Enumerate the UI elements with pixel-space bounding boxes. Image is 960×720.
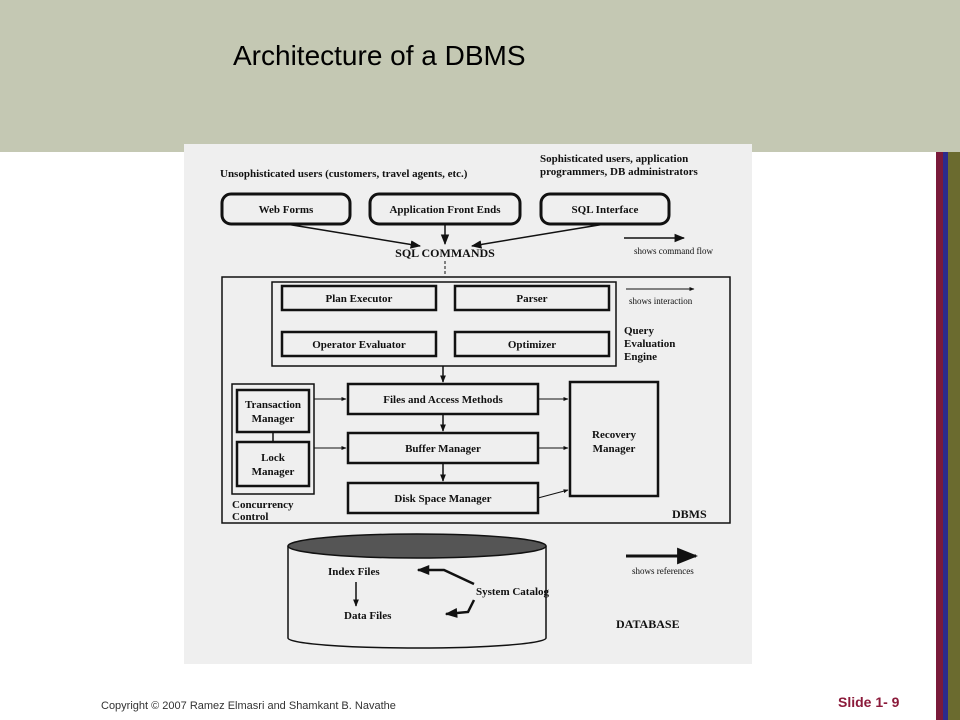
parser-label: Parser [516,293,547,305]
operator-evaluator-box [280,330,438,358]
plan-executor-box [280,284,438,312]
transaction-manager-label-1: Transaction [245,399,301,411]
sophisticated-users-label-2: programmers, DB administrators [540,166,698,178]
plan-executor-label: Plan Executor [326,293,393,305]
slide-header [0,0,960,152]
sql-interface-label: SQL Interface [572,204,639,216]
legend-interaction-label: shows interaction [629,296,693,306]
query-engine-label-2: Evaluation [624,338,675,350]
query-engine-label-1: Query [624,325,654,337]
slide-number: Slide 1- 9 [838,694,900,710]
system-catalog-label: System Catalog [476,586,550,598]
database-cylinder-body [287,546,547,649]
recovery-manager-label-1: Recovery [592,429,636,441]
database-label: DATABASE [616,617,680,631]
legend-command-flow-label: shows command flow [634,246,713,256]
side-stripe-blue [943,152,948,720]
concurrency-control-label-1: Concurrency [232,499,294,511]
concurrency-control-label-2: Control [232,511,268,523]
optimizer-box [453,330,611,358]
data-files-label: Data Files [344,610,392,622]
dbms-diagram: Unsophisticated users (customers, travel… [220,153,731,649]
dbms-label: DBMS [672,507,707,521]
web-forms-label: Web Forms [259,204,314,216]
sophisticated-users-label-1: Sophisticated users, application [540,153,688,165]
dbms-architecture-figure: Unsophisticated users (customers, travel… [184,144,752,664]
parser-box [453,284,611,312]
buffer-manager-label: Buffer Manager [405,443,481,455]
recovery-manager-box [568,380,660,498]
copyright-text: Copyright © 2007 Ramez Elmasri and Shamk… [101,700,396,712]
disk-recovery-link [537,489,569,499]
application-front-ends-label: Application Front Ends [389,204,501,216]
legend-references-label: shows references [632,566,694,576]
concurrency-control-box [231,383,315,495]
side-stripe-maroon [936,152,943,720]
sql-commands-label: SQL COMMANDS [395,246,495,260]
index-files-label: Index Files [328,566,380,578]
side-stripe-olive [948,152,960,720]
sql-interface-command-arrow [470,223,606,249]
unsophisticated-users-label: Unsophisticated users (customers, travel… [220,168,468,180]
lock-manager-label-2: Manager [252,466,295,478]
lock-manager-box [235,440,311,488]
slide-title: Architecture of a DBMS [233,40,526,71]
catalog-to-index-arrow [416,565,475,586]
transaction-manager-box [235,388,311,434]
lock-manager-label-1: Lock [261,452,286,464]
query-engine-label-3: Engine [624,351,657,363]
database-cylinder-top [287,533,547,559]
query-evaluation-engine-box [271,281,617,367]
optimizer-label: Optimizer [508,339,556,351]
operator-evaluator-label: Operator Evaluator [312,339,406,351]
web-forms-command-arrow [285,223,422,249]
catalog-to-data-arrow [444,599,476,618]
dbms-outer-box [221,276,731,524]
transaction-manager-label-2: Manager [252,413,295,425]
disk-space-manager-label: Disk Space Manager [394,493,491,505]
files-access-methods-label: Files and Access Methods [383,394,503,406]
recovery-manager-label-2: Manager [593,443,636,455]
